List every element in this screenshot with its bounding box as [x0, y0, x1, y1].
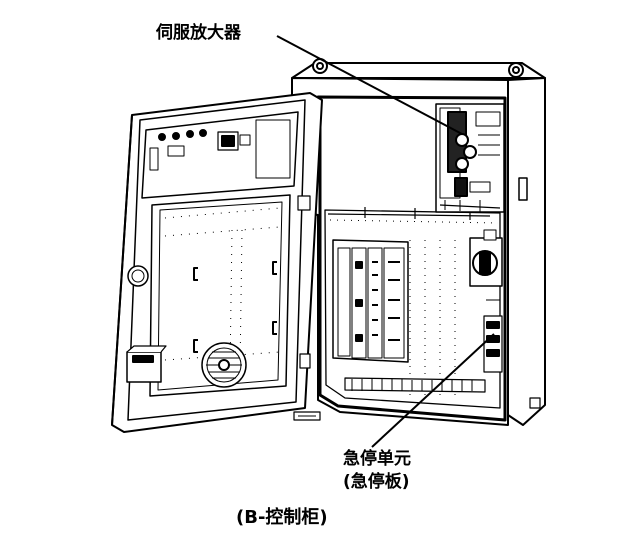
power-supply-rack — [332, 239, 409, 363]
estop-leader-line — [371, 333, 495, 448]
emergency-stop-unit — [483, 299, 503, 373]
lifting-eye-right — [508, 62, 524, 78]
main-breaker — [469, 229, 503, 287]
servo-amplifier — [435, 103, 505, 213]
door-connectors — [149, 129, 251, 171]
cabinet-door — [111, 92, 323, 433]
door-fan — [201, 342, 247, 388]
emergency-stop-board-label: (急停板) — [343, 472, 410, 492]
emergency-stop-unit-label: 急停单元 — [343, 449, 411, 469]
figure-caption: (B-控制柜) — [236, 507, 328, 528]
servo-leader-line — [276, 35, 463, 135]
cabinet-body — [291, 58, 546, 426]
servo-amplifier-label: 伺服放大器 — [156, 23, 241, 43]
